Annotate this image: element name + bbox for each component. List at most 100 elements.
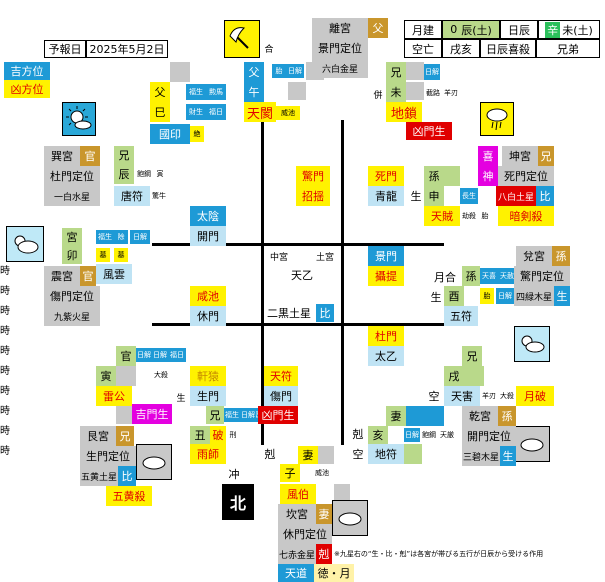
ene-kuu: 空	[428, 390, 440, 403]
w-g1: 劫殺	[462, 212, 476, 220]
e-b: 除	[114, 230, 128, 244]
ne-a: 威池	[315, 469, 329, 477]
nisshin-sanbou-value: 兄弟	[536, 39, 600, 58]
sw-palace-kin: 官	[80, 146, 100, 166]
nw-b: 日解	[152, 348, 168, 362]
ene-tomon: 杜門	[368, 326, 404, 346]
ene-b: 大殺	[500, 392, 514, 400]
nw-gray	[116, 366, 136, 386]
taiin: 太陰	[190, 206, 226, 226]
w-kin2: 喜	[478, 146, 498, 166]
time-label: 時	[0, 306, 10, 317]
umbrella-icon	[224, 20, 260, 58]
w-rel: 比	[536, 186, 554, 206]
rinpan-name: 離宮	[312, 18, 368, 38]
se-a: 日解	[424, 64, 440, 80]
time-label: 時	[0, 446, 10, 457]
kokuu-b: 飽鋼	[422, 431, 436, 439]
nw-gate: 吉門生	[132, 404, 172, 424]
grid-line-h1	[152, 243, 444, 246]
sw-a1: 福生	[186, 84, 206, 100]
time-label: 時	[0, 346, 10, 357]
nw-c: 福日	[168, 348, 186, 362]
time-label: 時	[0, 386, 10, 397]
e-pos: 傷門定位	[44, 286, 100, 306]
nw-branch: 寅	[96, 366, 116, 386]
ne-kin2: 妻	[316, 504, 332, 524]
e2-b1: 胎	[480, 288, 494, 304]
ene-geppa: 月破	[516, 386, 554, 406]
e-kan: 宮	[62, 228, 82, 246]
sw-branch: 辰	[114, 164, 134, 184]
w-god: 天賊	[424, 206, 460, 226]
sw-s1: 飽鋼	[137, 170, 151, 178]
e2-god: 五符	[444, 306, 478, 326]
time-label: 時	[0, 366, 10, 377]
ne-name: 坎宮	[278, 504, 316, 524]
e2-name: 兌宮	[516, 246, 552, 266]
w-seiryu: 青龍	[368, 186, 404, 206]
s-c: 威池	[276, 106, 300, 120]
sw-zetsu: 絶	[190, 126, 204, 142]
rain-cloud-icon	[480, 102, 514, 136]
w-g2: 胎	[481, 212, 489, 220]
kokuu-green	[404, 444, 422, 464]
e-e: 墓	[114, 248, 128, 262]
ne-god: 風伯	[280, 484, 316, 504]
center-rel: 比	[316, 304, 334, 322]
gettsuken-branch: 辰(土)	[461, 23, 492, 37]
n-tenpu: 天符	[264, 366, 298, 386]
cloud-icon-n	[332, 500, 368, 536]
s-god: 天閡	[244, 102, 276, 122]
se-branch: 未	[386, 82, 406, 102]
ene-green	[464, 366, 484, 386]
sw-god-sub: 驚牛	[152, 192, 166, 200]
ne-pos: 休門定位	[278, 524, 332, 544]
nw-d: 大殺	[154, 371, 168, 379]
cloud-sun-icon-east	[514, 326, 550, 362]
nw-kin2: 兄	[116, 426, 134, 446]
e2-b2: 日解	[496, 288, 514, 304]
sw-star-pos: 杜門定位	[44, 166, 100, 186]
ne-branch: 子	[280, 464, 300, 482]
nw-name: 艮宮	[80, 426, 116, 446]
se-c: 羊刃	[444, 89, 458, 97]
e-god: 風雲	[96, 264, 132, 284]
cloud-icon-ne	[514, 426, 550, 462]
e2-b: 攝提	[368, 266, 404, 286]
kokuu-kuu: 空	[352, 448, 364, 461]
time-label: 時	[0, 286, 10, 297]
e2-rel: 生	[554, 286, 570, 306]
sw-palace-name: 巽宮	[44, 146, 80, 166]
center-a: 中宮	[269, 252, 288, 263]
n-branch: 丑	[190, 426, 210, 444]
e2-gou: 月合	[434, 271, 456, 284]
ne-rel: 剋	[316, 544, 332, 564]
s-go: 合	[264, 44, 274, 55]
s-gray2	[288, 82, 306, 100]
w-a: 長生	[460, 188, 478, 204]
e-c: 日解	[130, 230, 150, 244]
kanchi: 咸池	[190, 286, 226, 306]
kyumon: 休門	[190, 306, 226, 326]
n-gate-a: 驚門	[296, 166, 330, 186]
time-label: 時	[0, 266, 10, 277]
ne-gray	[318, 446, 334, 464]
time-label: 時	[0, 326, 10, 337]
ene-kin2: 孫	[498, 406, 516, 426]
grid-line-v1	[261, 120, 264, 445]
e-d: 墓	[96, 248, 110, 262]
forecast-date: 2025年5月2日	[86, 40, 168, 58]
e2-a1: 天喜	[480, 268, 498, 284]
e2-a: 景門	[368, 246, 404, 266]
se-gray2	[406, 82, 424, 100]
yoho-label: 予報日	[44, 40, 86, 58]
time-label: 時	[0, 426, 10, 437]
e2-kin: 孫	[552, 246, 570, 266]
kubou-value: 戌亥	[442, 39, 480, 58]
w-shin: 神	[478, 166, 498, 186]
nw-god: 雷公	[96, 386, 132, 406]
ne-koku-label: 剋	[264, 448, 276, 461]
ene-star: 三碧木星	[462, 446, 500, 466]
e-name: 震宮	[44, 266, 80, 286]
